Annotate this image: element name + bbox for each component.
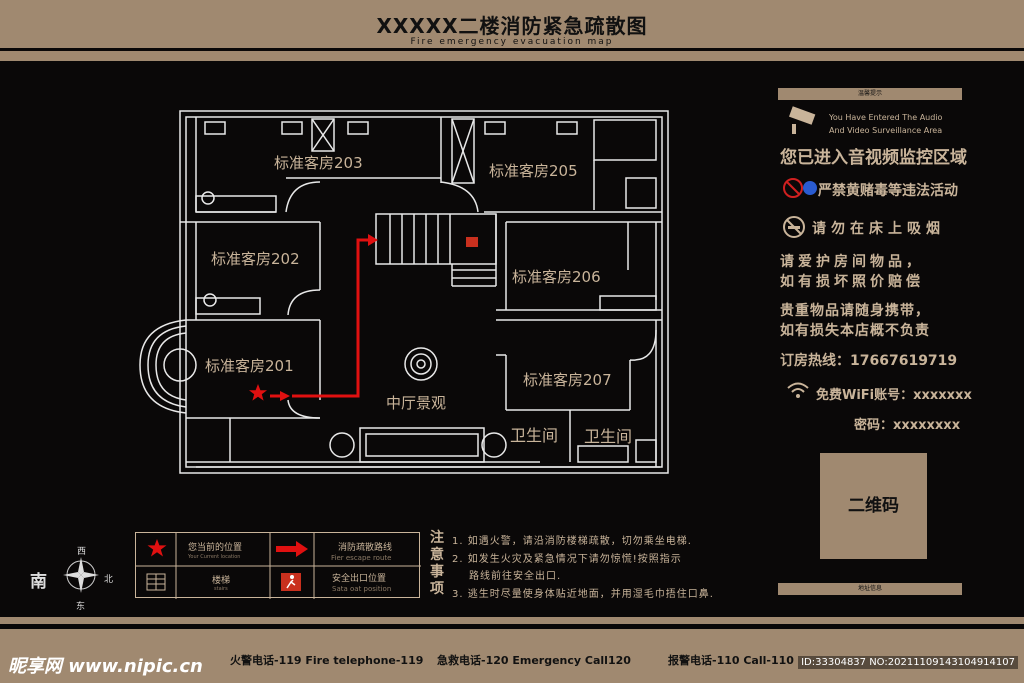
camera-notice-en-2: And Video Surveillance Area [829, 126, 943, 135]
footer-band [0, 629, 1024, 683]
room-206-label: 标准客房206 [512, 268, 601, 286]
notice-header: 温馨提示 [778, 88, 962, 100]
stairs-legend-icon [146, 573, 166, 591]
camera-icon [789, 106, 816, 134]
compass-east-label: 东 [76, 602, 86, 612]
qr-code-placeholder: 二维码 [820, 453, 927, 559]
legend-stairs: 楼梯 [212, 576, 231, 586]
police-phone: 报警电话-110 Call-110 [668, 654, 794, 667]
wifi-account: 免费WiFi账号：xxxxxxx [816, 388, 972, 403]
escape-route [292, 238, 370, 398]
watermark-right: ID:33304837 NO:20211109143104914107 [798, 656, 1018, 669]
no-gambling-text: 严禁黄赌毒等违法活动 [818, 183, 958, 199]
restroom-label-1: 卫生间 [510, 426, 559, 445]
room-205-label: 标准客房205 [489, 162, 578, 180]
room-201-label: 标准客房201 [205, 357, 294, 375]
camera-notice-en-1: You Have Entered The Audio [829, 113, 943, 122]
compass-south-label: 南 [30, 572, 47, 592]
room-203-label: 标准客房203 [274, 154, 363, 172]
notes-title: 注意事项 [430, 530, 444, 597]
exit-sign-icon [466, 237, 478, 247]
fire-phone: 火警电话-119 Fire telephone-119 [230, 654, 424, 667]
legend-escape-route-en: Fier escape route [331, 554, 392, 562]
no-smoking-text: 请勿在床上吸烟 [812, 221, 945, 237]
care-notice-2: 如有损坏照价赔偿 [780, 274, 924, 290]
legend-exit: 安全出口位置 [332, 574, 387, 584]
header-band [0, 0, 1024, 48]
outer-wall [179, 110, 669, 474]
room-202-label: 标准客房202 [211, 250, 300, 268]
emergency-phone: 急救电话-120 Emergency Call120 [437, 654, 631, 667]
camera-notice-cn: 您已进入音视频监控区域 [780, 148, 967, 168]
header-stripe [0, 51, 1024, 61]
footer-stripe [0, 617, 1024, 624]
legend: 您当前的位置 Your Current location 消防疏散路线 Fier… [135, 532, 421, 599]
rule-3: 3. 逃生时尽量使身体贴近地面，并用湿毛巾捂住口鼻. [452, 589, 714, 600]
care-notice-1: 请爱护房间物品， [780, 254, 924, 270]
star-legend-icon [147, 539, 167, 557]
exit-legend-icon [281, 573, 301, 591]
no-smoking-icon [783, 216, 805, 238]
valuables-notice-1: 贵重物品请随身携带， [780, 303, 930, 319]
compass-west-label: 西 [77, 547, 87, 557]
legend-stairs-en: stairs [214, 586, 228, 592]
arrow-legend-icon [276, 541, 308, 557]
rule-1: 1. 如遇火警，请沿消防楼梯疏散，切勿乘坐电梯. [452, 536, 692, 547]
camera-notice-en: You Have Entered The Audio And Video Sur… [829, 111, 942, 137]
page-title: XXXXX二楼消防紧急疏散图 [376, 14, 648, 38]
valuables-notice-2: 如有损失本店概不负责 [780, 323, 930, 339]
watermark-left: 昵享网 www.nipic.cn [8, 656, 203, 677]
page-subtitle: Fire emergency evacuation map [410, 37, 614, 47]
rule-2-continued: 路线前往安全出口. [469, 571, 562, 582]
room-207-label: 标准客房207 [523, 371, 612, 389]
current-position-star [249, 384, 267, 401]
legend-current-position: 您当前的位置 [188, 543, 243, 553]
restroom-label-2: 卫生间 [584, 427, 633, 446]
rule-2: 2. 如发生火灾及紧急情况下请勿惊慌!按照指示 [452, 554, 682, 565]
legend-exit-en: Sata oat position [332, 585, 392, 593]
wifi-icon [787, 382, 809, 398]
address-footer: 地址信息 [778, 583, 962, 595]
booking-hotline: 订房热线：17667619719 [780, 353, 958, 369]
legend-escape-route: 消防疏散路线 [338, 543, 393, 553]
compass-icon [63, 557, 99, 593]
no-gambling-icon [783, 178, 817, 198]
hall-label: 中厅景观 [386, 394, 447, 412]
compass-north-label: 北 [104, 575, 114, 585]
wifi-password: 密码：xxxxxxxx [854, 418, 961, 433]
legend-current-position-en: Your Current location [188, 554, 241, 560]
